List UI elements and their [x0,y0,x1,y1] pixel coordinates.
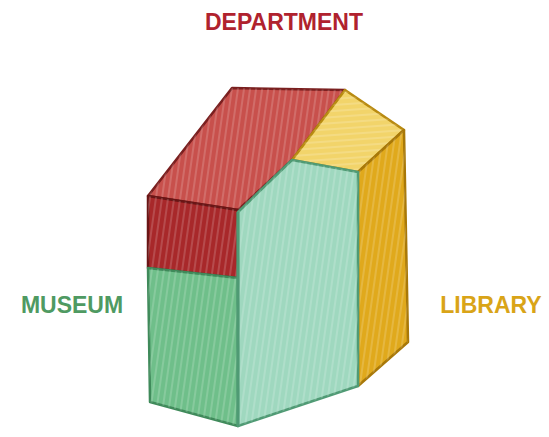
museum-volume [148,160,358,426]
library-label: LIBRARY [440,292,541,319]
department-label: DEPARTMENT [205,9,363,36]
museum-label: MUSEUM [21,292,123,319]
